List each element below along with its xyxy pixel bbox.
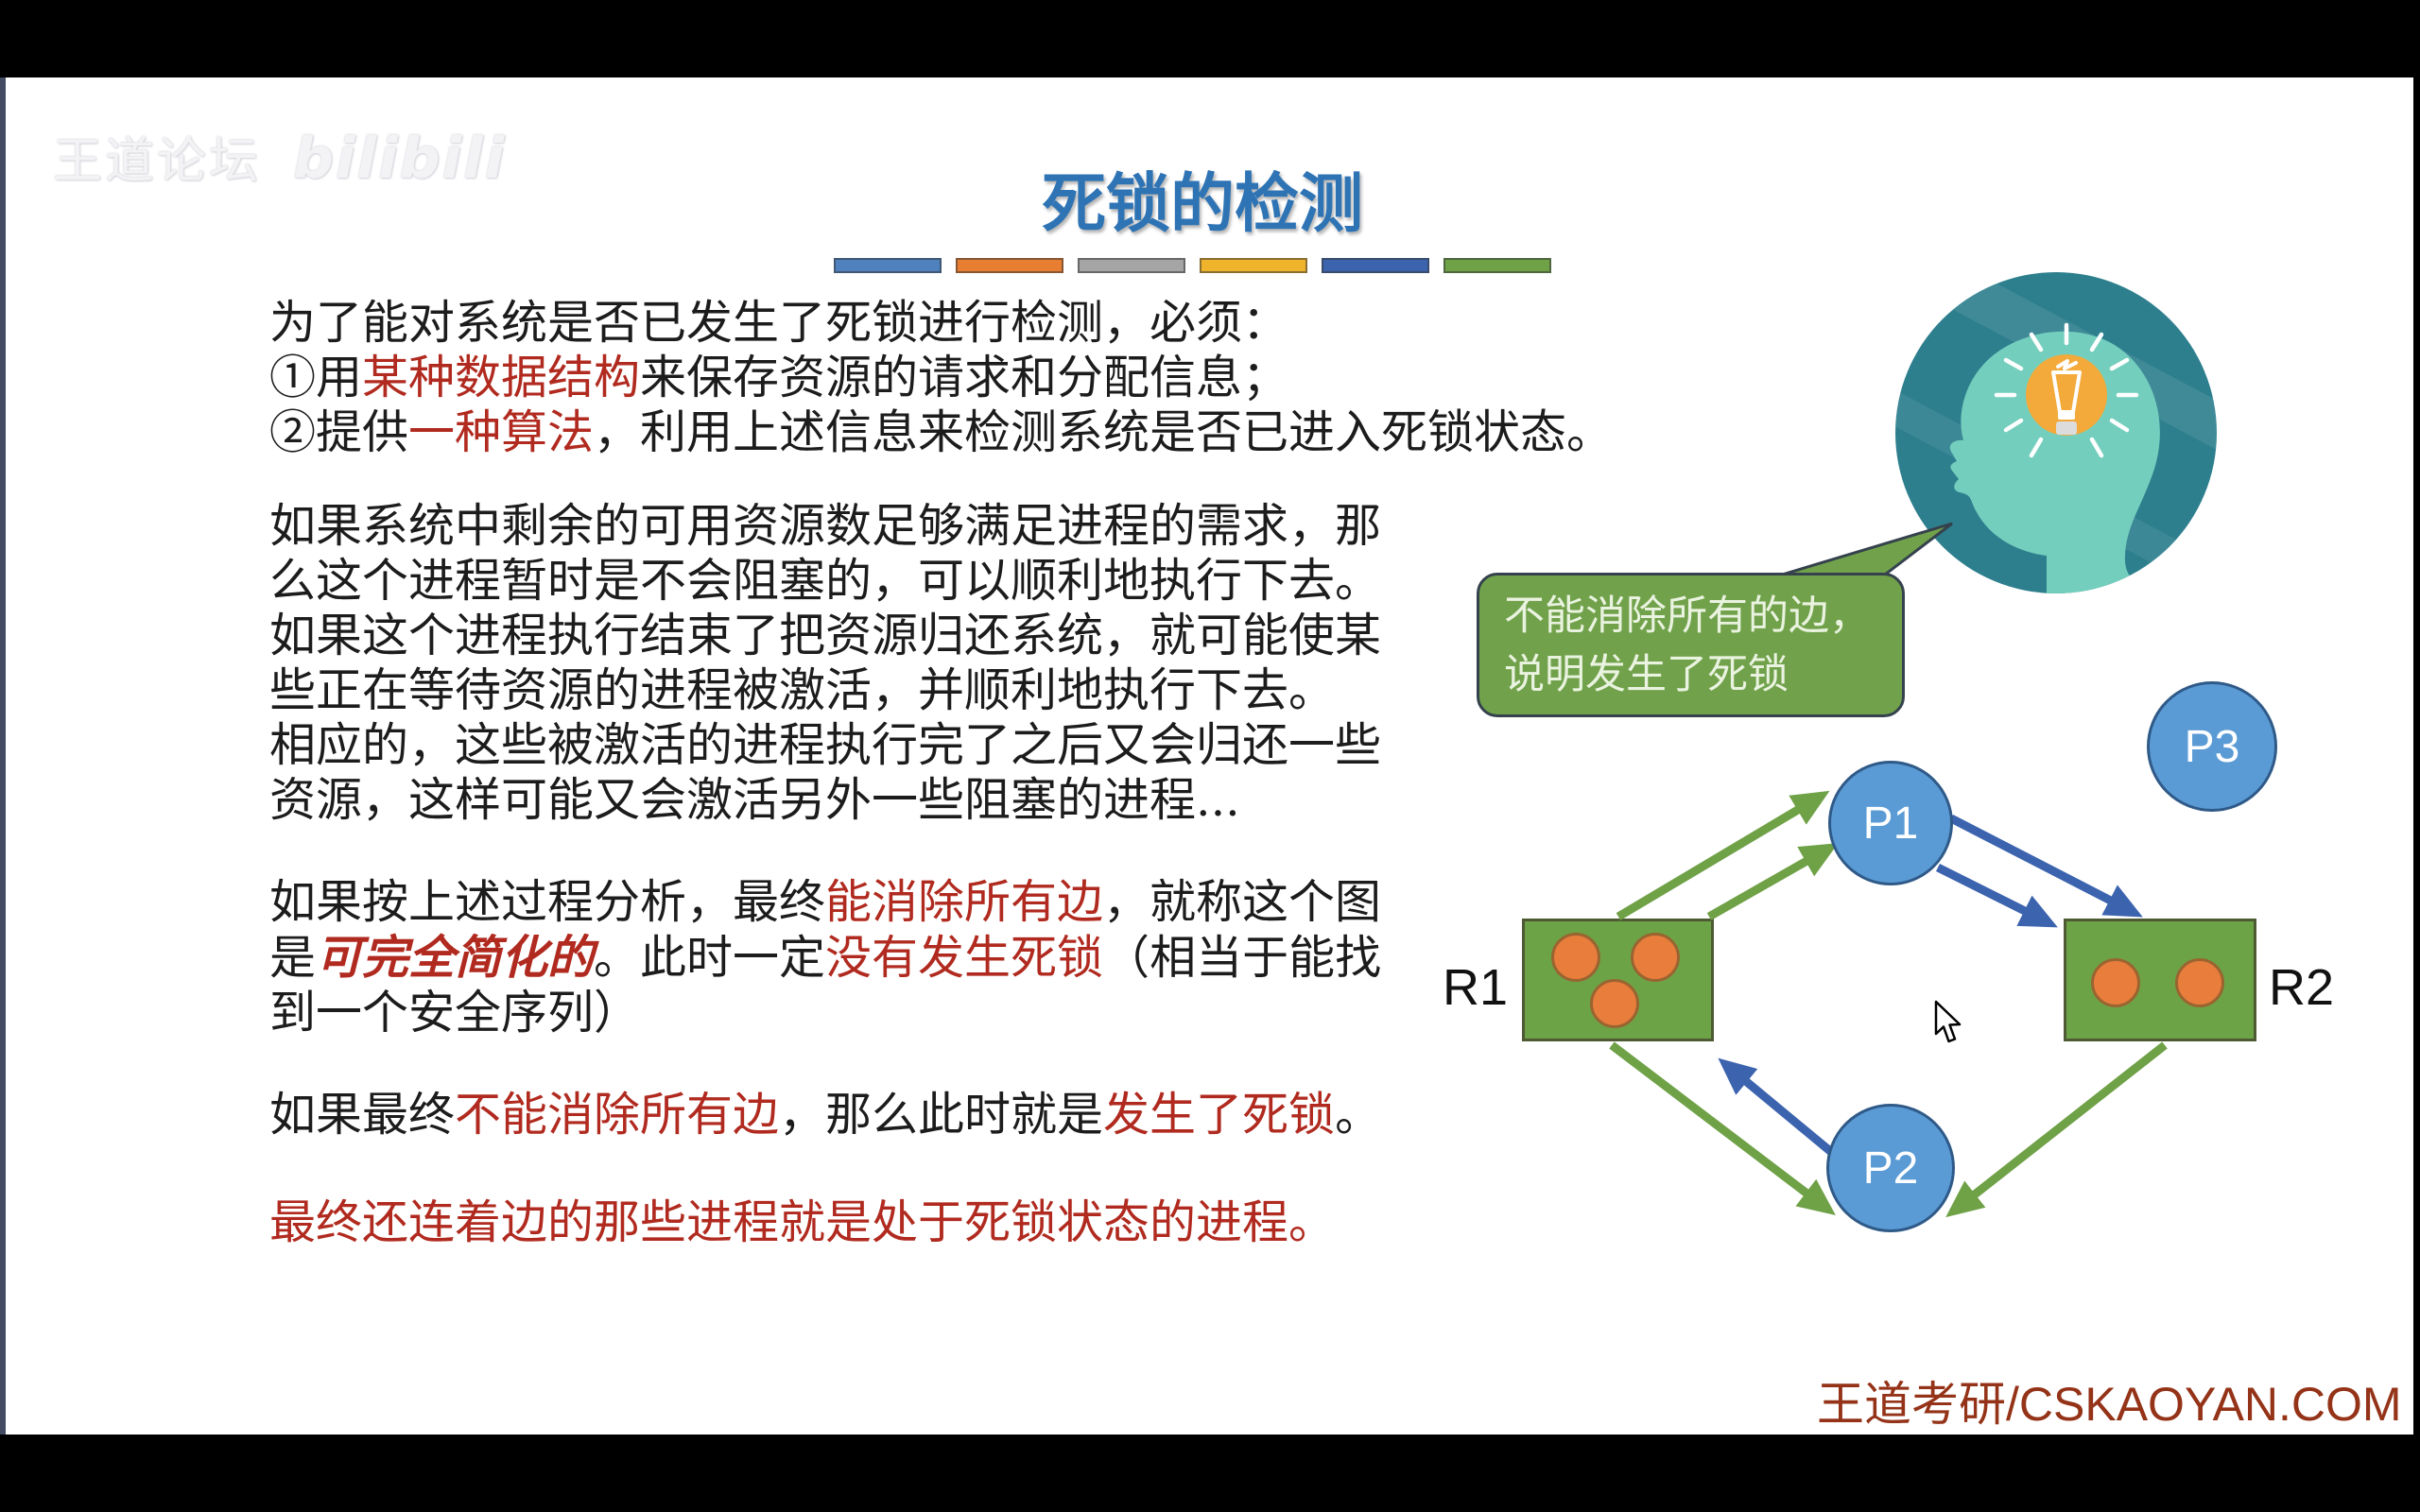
text-line: 最终还连着边的那些进程就是处于死锁状态的进程。 bbox=[269, 1195, 1336, 1249]
text-line: ②提供一种算法，利用上述信息来检测系统是否已进入死锁状态。 bbox=[269, 405, 1614, 459]
text-line: 到一个安全序列） bbox=[269, 986, 641, 1040]
underline-bar bbox=[1200, 258, 1307, 273]
text-line: 些正在等待资源的进程被激活，并顺利地执行下去。 bbox=[269, 663, 1336, 717]
paragraph: 为了能对系统是否已发生了死锁进行检测，必须：①用某种数据结构来保存资源的请求和分… bbox=[269, 296, 1613, 460]
text-line: ①用某种数据结构来保存资源的请求和分配信息； bbox=[269, 351, 1289, 404]
text-line: 么这个进程暂时是不会阻塞的，可以顺利地执行下去。 bbox=[269, 554, 1382, 608]
window-right-edge bbox=[2413, 77, 2420, 1435]
bilibili-logo: bilibili bbox=[293, 126, 507, 192]
process-label: P3 bbox=[2184, 721, 2240, 772]
speech-bubble: 不能消除所有的边， 说明发生了死锁 bbox=[1477, 573, 1905, 717]
lightbulb-rays-icon bbox=[1994, 322, 2139, 458]
mouse-cursor-icon bbox=[1934, 1000, 1962, 1043]
underline-bar bbox=[1443, 258, 1551, 273]
watermark-site-label: 王道论坛 bbox=[53, 133, 262, 190]
title-underline-bars bbox=[834, 258, 1551, 273]
window-left-edge bbox=[0, 77, 6, 1435]
underline-bar bbox=[1078, 258, 1185, 273]
paragraph: 如果系统中剩余的可用资源数足够满足进程的需求，那么这个进程暂时是不会阻塞的，可以… bbox=[269, 499, 1381, 828]
text-line: 是可完全简化的。此时一定没有发生死锁（相当于能找 bbox=[269, 930, 1382, 985]
resource-label-r1: R1 bbox=[1442, 959, 1508, 1016]
lightbulb-icon bbox=[2051, 359, 2082, 420]
head-lightbulb-illustration bbox=[1895, 272, 2217, 593]
lightbulb-glow-icon bbox=[2026, 354, 2107, 436]
process-label: P1 bbox=[1862, 798, 1919, 849]
resource-unit-dot bbox=[1590, 979, 1639, 1028]
speech-bubble-text-line2: 说明发生了死锁 bbox=[1504, 650, 1789, 698]
underline-bar bbox=[1322, 258, 1429, 273]
process-label: P2 bbox=[1862, 1143, 1919, 1194]
resource-unit-dot bbox=[2091, 958, 2140, 1007]
resource-unit-dot bbox=[1551, 933, 1600, 982]
page-title: 死锁的检测 bbox=[1041, 166, 1364, 242]
resource-unit-dot bbox=[1631, 933, 1680, 982]
process-node-p3: P3 bbox=[2147, 681, 2277, 812]
text-line: 如果系统中剩余的可用资源数足够满足进程的需求，那 bbox=[269, 499, 1382, 553]
text-line: 相应的，这些被激活的进程执行完了之后又会归还一些 bbox=[269, 718, 1382, 772]
paragraph: 如果最终不能消除所有边，那么此时就是发生了死锁。 bbox=[269, 1088, 1381, 1143]
watermark: 王道论坛 bilibili bbox=[53, 121, 506, 192]
paragraph: 最终还连着边的那些进程就是处于死锁状态的进程。 bbox=[269, 1195, 1335, 1250]
footer-logo: 王道考研/CSKAOYAN.COM bbox=[1817, 1378, 2402, 1431]
speech-bubble-text-line1: 不能消除所有的边， bbox=[1504, 592, 1870, 640]
text-line: 如果按上述过程分析，最终能消除所有边，就称这个图 bbox=[269, 875, 1382, 929]
text-line: 如果这个进程执行结束了把资源归还系统，就可能使某 bbox=[269, 609, 1382, 662]
underline-bar bbox=[834, 258, 942, 273]
process-node-p1: P1 bbox=[1828, 761, 1953, 885]
text-line: 资源，这样可能又会激活另外一些阻塞的进程... bbox=[269, 773, 1240, 827]
resource-unit-dot bbox=[2175, 958, 2224, 1007]
resource-label-r2: R2 bbox=[2269, 959, 2335, 1016]
underline-bar bbox=[956, 258, 1063, 273]
process-node-p2: P2 bbox=[1826, 1104, 1955, 1232]
text-line: 如果最终不能消除所有边，那么此时就是发生了死锁。 bbox=[269, 1088, 1382, 1142]
paragraph: 如果按上述过程分析，最终能消除所有边，就称这个图是可完全简化的。此时一定没有发生… bbox=[269, 875, 1381, 1040]
text-line: 为了能对系统是否已发生了死锁进行检测，必须： bbox=[269, 296, 1289, 350]
